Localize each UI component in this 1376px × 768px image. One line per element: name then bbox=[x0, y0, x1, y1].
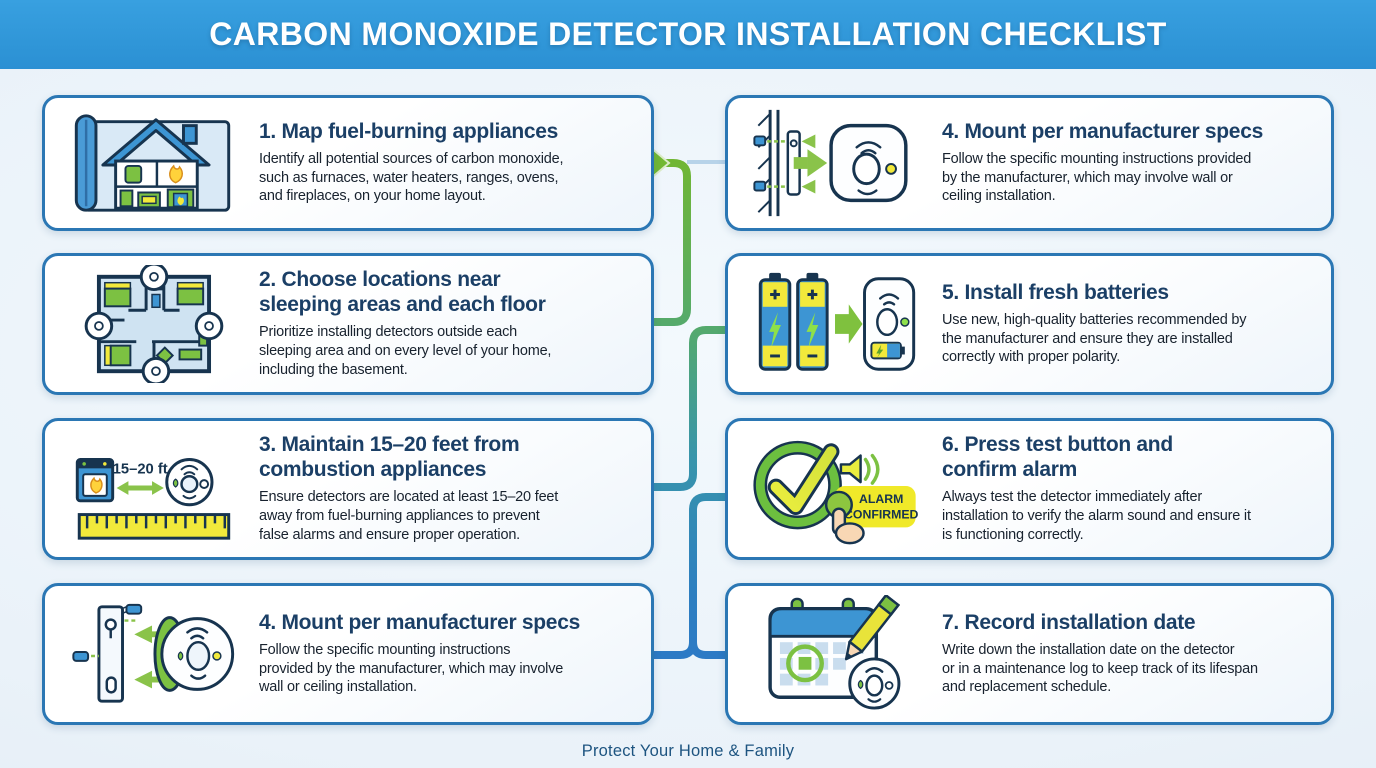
card-text: 5. Install fresh batteries Use new, high… bbox=[942, 281, 1315, 368]
card-body: Use new, high-quality batteries recommen… bbox=[942, 311, 1247, 366]
card-text: 4. Mount per manufacturer specs Follow t… bbox=[942, 120, 1315, 207]
card-text: 6. Press test button and confirm alarm A… bbox=[942, 433, 1315, 545]
card-title: 2. Choose locations near sleeping areas … bbox=[259, 268, 546, 317]
card-text: 4. Mount per manufacturer specs Follow t… bbox=[259, 611, 635, 698]
battery-1 bbox=[758, 272, 792, 371]
checklist-card-6: ALARM CONFIRMED 6. Press test button and… bbox=[725, 418, 1334, 560]
card-text: 7. Record installation date Write down t… bbox=[942, 611, 1315, 698]
checklist-card-7: 7. Record installation date Write down t… bbox=[725, 583, 1334, 725]
calendar-record-icon bbox=[752, 595, 920, 713]
page-title: CARBON MONOXIDE DETECTOR INSTALLATION CH… bbox=[209, 16, 1167, 52]
flow-line-2 bbox=[652, 326, 728, 491]
checklist-board: 1. Map fuel-burning appliances Identify … bbox=[0, 69, 1376, 768]
flow-line-4 bbox=[689, 625, 728, 659]
checklist-card-5: 5. Install fresh batteries Use new, high… bbox=[725, 253, 1334, 395]
test-button-confirm-icon: ALARM CONFIRMED bbox=[752, 430, 920, 548]
distance-ruler-icon: 15–20 ft bbox=[69, 430, 237, 548]
card-title: 4. Mount per manufacturer specs bbox=[942, 119, 1263, 143]
card-title: 7. Record installation date bbox=[942, 610, 1196, 634]
checklist-card-4-right: 4. Mount per manufacturer specs Follow t… bbox=[725, 95, 1334, 231]
checklist-card-4-left: 4. Mount per manufacturer specs Follow t… bbox=[42, 583, 654, 725]
card-body: Identify all potential sources of carbon… bbox=[259, 150, 564, 205]
alarm-label-line1: ALARM bbox=[859, 492, 903, 506]
checklist-card-3: 15–20 ft 3. Maintain 15–20 feet from com… bbox=[42, 418, 654, 560]
flow-line-3 bbox=[652, 493, 728, 659]
card-text: 1. Map fuel-burning appliances Identify … bbox=[259, 120, 635, 207]
card-body: Always test the detector immediately aft… bbox=[942, 489, 1251, 543]
checklist-card-1: 1. Map fuel-burning appliances Identify … bbox=[42, 95, 654, 231]
distance-label: 15–20 ft bbox=[113, 461, 168, 477]
card-body: Follow the specific mounting instruction… bbox=[942, 150, 1252, 205]
card-body: Prioritize installing detectors outside … bbox=[259, 324, 552, 378]
alarm-label-line2: CONFIRMED bbox=[844, 508, 918, 522]
pressing-hand bbox=[831, 507, 865, 545]
blueprint-house-icon bbox=[69, 104, 237, 222]
card-title: 6. Press test button and confirm alarm bbox=[942, 433, 1173, 482]
flow-line-1 bbox=[652, 159, 691, 326]
checklist-card-2: 2. Choose locations near sleeping areas … bbox=[42, 253, 654, 395]
mount-bracket-detector-icon bbox=[69, 595, 237, 713]
footer-tagline: Protect Your Home & Family bbox=[581, 742, 795, 760]
card-title: 5. Install fresh batteries bbox=[942, 280, 1169, 304]
wall-mount-detector-icon bbox=[752, 104, 920, 222]
card-body: Ensure detectors are located at least 15… bbox=[259, 489, 559, 543]
detector-marks bbox=[84, 265, 224, 383]
fresh-batteries-icon bbox=[752, 265, 920, 383]
card-title: 4. Mount per manufacturer specs bbox=[259, 610, 580, 634]
card-body: Follow the specific mounting instruction… bbox=[259, 641, 564, 696]
card-title: 1. Map fuel-burning appliances bbox=[259, 119, 559, 143]
card-text: 2. Choose locations near sleeping areas … bbox=[259, 268, 635, 380]
pencil bbox=[844, 595, 901, 661]
card-title: 3. Maintain 15–20 feet from combustion a… bbox=[259, 433, 520, 482]
header-banner: CARBON MONOXIDE DETECTOR INSTALLATION CH… bbox=[0, 0, 1376, 69]
card-body: Write down the installation date on the … bbox=[942, 641, 1258, 696]
floor-plan-detectors-icon bbox=[69, 265, 237, 383]
battery-2 bbox=[796, 272, 829, 371]
card-text: 3. Maintain 15–20 feet from combustion a… bbox=[259, 433, 635, 545]
